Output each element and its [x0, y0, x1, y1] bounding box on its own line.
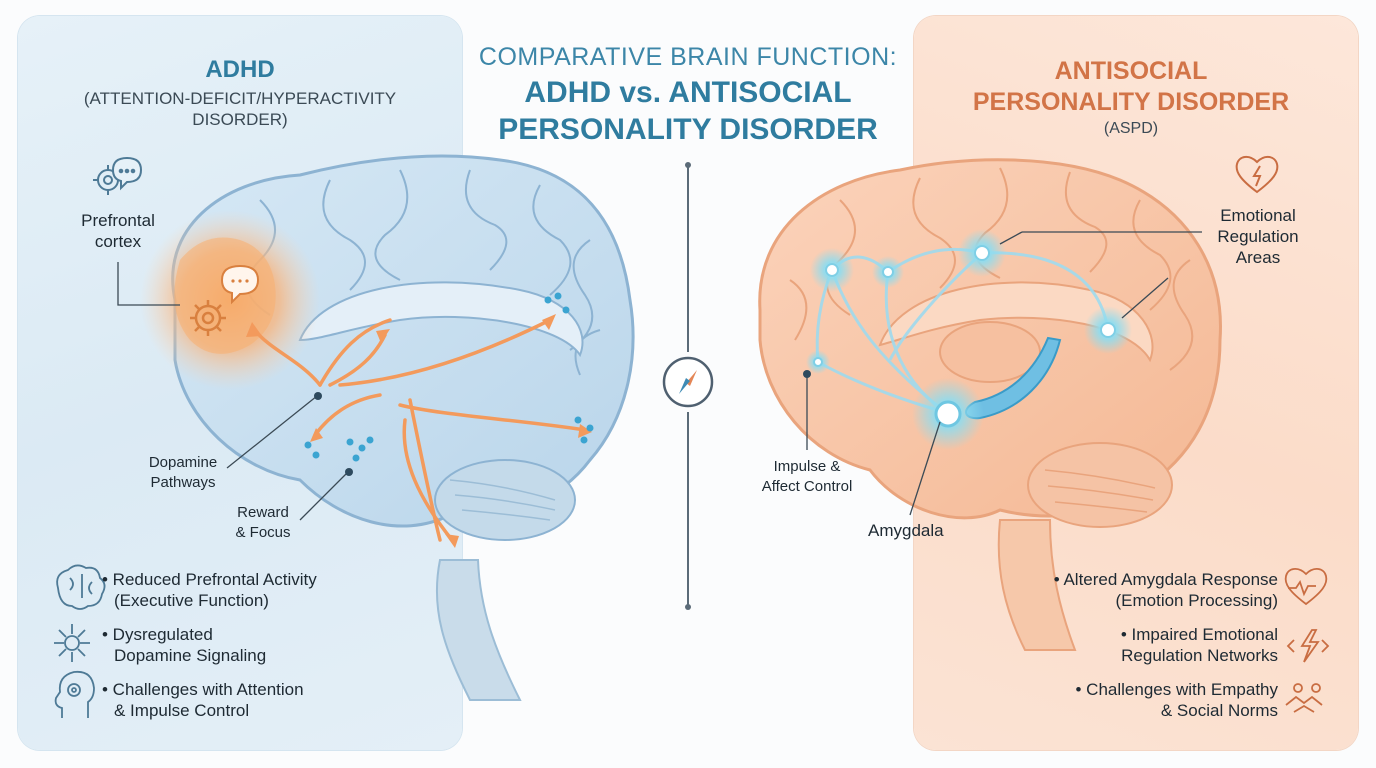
prefrontal-label-line-2: cortex	[94, 232, 142, 251]
title-line-3: PERSONALITY DISORDER	[498, 113, 878, 146]
aspd-brain	[758, 158, 1222, 651]
handshake-icon	[1285, 683, 1323, 713]
adhd-title: ADHD	[205, 56, 275, 83]
impulse-label-line-2: Affect Control	[761, 478, 853, 495]
aspd-bullet-1: • Altered Amygdala Response (Emotion Pro…	[960, 569, 1278, 611]
chat-bubble-icon	[220, 264, 260, 305]
emotional-label-line-2: Regulation	[1217, 227, 1299, 246]
network-nodes	[806, 229, 1132, 450]
dopamine-label-line-1: Dopamine	[148, 454, 218, 471]
aspd-title-line-1: ANTISOCIAL	[1054, 57, 1208, 85]
emotional-label-line-1: Emotional	[1220, 206, 1296, 225]
reward-label-line-2: & Focus	[235, 524, 291, 541]
dopamine-pathways-label: Dopamine Pathways	[130, 453, 236, 493]
adhd-brain	[140, 154, 635, 701]
reward-label-line-1: Reward	[237, 504, 289, 521]
prefrontal-cortex-label: Prefrontal cortex	[58, 210, 178, 252]
arrowheads-left	[246, 314, 592, 548]
reward-focus-label: Reward & Focus	[216, 503, 310, 543]
brainstem-left	[435, 559, 522, 701]
brain-icon	[56, 564, 106, 610]
adhd-bullet-1-line-2: (Executive Function)	[114, 591, 269, 610]
compass-icon	[662, 356, 714, 408]
gear-icon	[190, 300, 226, 336]
aspd-bullet-2: • Impaired Emotional Regulation Networks	[960, 624, 1278, 666]
emotional-regulation-label: Emotional Regulation Areas	[1196, 205, 1320, 268]
aspd-bullet-3-line-1: • Challenges with Empathy	[1075, 680, 1279, 699]
adhd-bullet-3: • Challenges with Attention & Impulse Co…	[102, 679, 402, 721]
title-line-1: COMPARATIVE BRAIN FUNCTION:	[478, 43, 898, 71]
lightning-icon	[1286, 629, 1330, 663]
impulse-affect-label: Impulse & Affect Control	[738, 457, 876, 497]
adhd-bullet-1-line-1: • Reduced Prefrontal Activity	[102, 570, 317, 589]
adhd-bullet-3-line-2: & Impulse Control	[114, 701, 250, 720]
adhd-bullet-2: • Dysregulated Dopamine Signaling	[102, 624, 402, 666]
aspd-bullet-1-line-2: (Emotion Processing)	[1115, 591, 1278, 610]
adhd-subtitle-line-1: (ATTENTION-DEFICIT/HYPERACTIVITY	[83, 89, 397, 108]
adhd-subtitle: (ATTENTION-DEFICIT/HYPERACTIVITY DISORDE…	[18, 88, 462, 130]
head-gear-icon	[54, 670, 95, 718]
aspd-title-line-2: PERSONALITY DISORDER	[972, 88, 1290, 116]
aspd-bullet-1-line-1: • Altered Amygdala Response	[1053, 570, 1278, 589]
aspd-bullet-2-line-1: • Impaired Emotional	[1120, 625, 1278, 644]
adhd-bullet-2-line-1: • Dysregulated	[102, 625, 213, 644]
aspd-subtitle: (ASPD)	[1103, 120, 1159, 137]
amygdala-label: Amygdala	[868, 521, 944, 540]
neuron-icon	[54, 624, 90, 662]
neuron-dots-left	[304, 292, 594, 462]
brainstem-right	[997, 519, 1077, 651]
center-divider	[685, 162, 691, 610]
aspd-title: ANTISOCIAL PERSONALITY DISORDER	[914, 56, 1348, 118]
callout-lines-left	[117, 262, 349, 521]
heart-pulse-icon	[1284, 568, 1328, 606]
cerebellum-right	[1027, 442, 1173, 528]
impulse-label-line-1: Impulse &	[773, 458, 841, 475]
heart-lightning-icon	[1235, 156, 1279, 194]
adhd-bullet-2-line-2: Dopamine Signaling	[114, 646, 267, 665]
adhd-bullet-1: • Reduced Prefrontal Activity (Executive…	[102, 569, 402, 611]
emotional-label-line-3: Areas	[1235, 248, 1281, 267]
settings-chat-icon	[93, 156, 143, 195]
prefrontal-label-line-1: Prefrontal	[81, 211, 155, 230]
dopamine-label-line-2: Pathways	[150, 474, 216, 491]
title-line-2: ADHD vs. ANTISOCIAL	[524, 76, 852, 109]
page-title: COMPARATIVE BRAIN FUNCTION: ADHD vs. ANT…	[460, 42, 916, 148]
adhd-bullet-3-line-1: • Challenges with Attention	[102, 680, 304, 699]
aspd-bullet-3: • Challenges with Empathy & Social Norms	[960, 679, 1279, 721]
aspd-bullet-2-line-2: Regulation Networks	[1121, 646, 1278, 665]
adhd-subtitle-line-2: DISORDER)	[192, 110, 288, 129]
aspd-bullet-3-line-2: & Social Norms	[1160, 701, 1278, 720]
callout-lines-right	[806, 231, 1202, 516]
